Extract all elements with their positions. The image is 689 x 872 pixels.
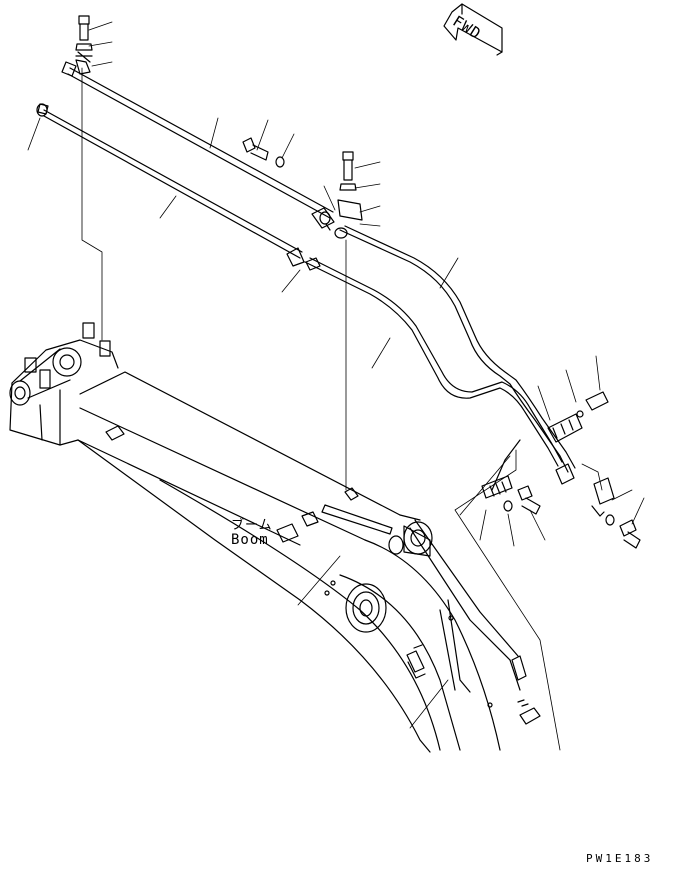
- hardware-parts: [75, 15, 641, 549]
- boom-label-japanese: ブーム: [231, 518, 273, 533]
- hose-assemblies: [43, 67, 576, 693]
- drawing-number: PW1E183: [586, 852, 654, 865]
- boom-label-english: Boom: [231, 532, 269, 548]
- boom-structure: [9, 322, 541, 753]
- hose-fittings: [36, 59, 583, 681]
- leader-lines: [27, 21, 645, 751]
- fwd-arrow-icon: [443, 3, 503, 56]
